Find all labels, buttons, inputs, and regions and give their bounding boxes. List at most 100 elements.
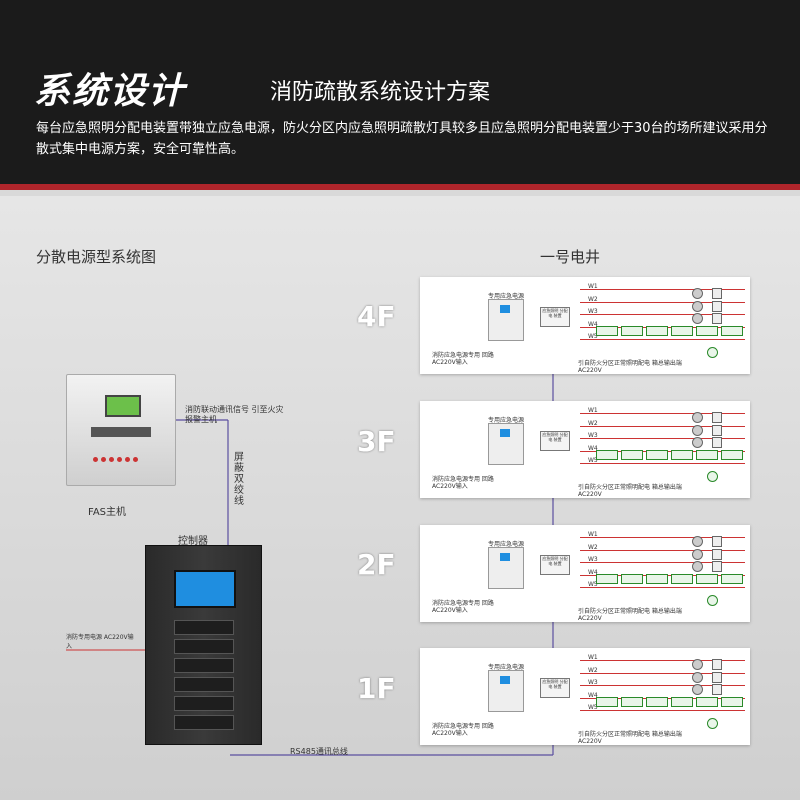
emergency-lamp-icon [692,684,703,695]
loop-label: W5 [588,333,598,340]
exit-sign-icon [646,326,668,336]
exit-sign-icon [646,574,668,584]
controller-label: 控制器 [178,536,208,547]
power-box-label: 专用应急电源 [488,664,525,671]
floor-label-3f: 3F [357,425,396,458]
floor-label-2f: 2F [357,548,396,581]
exit-sign-icon [596,326,618,336]
exit-sign-icon [696,697,718,707]
exit-indicator-icon [707,718,718,729]
switch-box-icon [712,659,722,670]
cabinet-drawer [174,715,234,730]
emergency-lamp-icon [692,672,703,683]
loop-wire [580,660,745,661]
emergency-lamp-icon [692,549,703,560]
exit-sign-icon [596,697,618,707]
controller-cabinet [145,545,262,745]
switch-box-icon [712,437,722,448]
page-title: 系统设计 [34,71,187,112]
loop-label: W2 [588,296,598,303]
exit-sign-icon [721,326,743,336]
loop-label: W3 [588,679,598,686]
output-note: 引自防火分区正常照明配电 箱总输出端AC220V [578,731,682,745]
loop-label: W2 [588,420,598,427]
switch-box-icon [712,549,722,560]
loop-label: W3 [588,556,598,563]
output-note: 引自防火分区正常照明配电 箱总输出端AC220V [578,484,682,498]
loop-wire [580,587,745,588]
loop-label: W1 [588,531,598,538]
loop-wire [580,685,745,686]
loop-label: W1 [588,283,598,290]
power-box [488,299,524,341]
fas-indicator-leds [93,447,149,462]
switch-box-icon [712,313,722,324]
exit-sign-icon [721,450,743,460]
bus-label: RS485通讯总线 [290,747,348,756]
diagram-title: 分散电源型系统图 [36,248,157,266]
emergency-lamp-icon [692,437,703,448]
emergency-lamp-icon [692,659,703,670]
cabinet-drawer [174,696,234,711]
header-accent-bar [0,184,800,190]
power-box-screen [500,553,510,561]
loop-wire [580,463,745,464]
power-box [488,547,524,589]
exit-indicator-icon [707,347,718,358]
cabinet-drawer [174,658,234,673]
cabinet-drawer [174,620,234,635]
emergency-lamp-icon [692,313,703,324]
exit-sign-icon [621,697,643,707]
shaft-title: 一号电井 [540,248,601,266]
loop-label: W4 [588,569,598,576]
loop-label: W4 [588,692,598,699]
exit-indicator-icon [707,471,718,482]
cabinet-drawer [174,677,234,692]
loop-wire [580,413,745,414]
loop-label: W4 [588,321,598,328]
emergency-lamp-icon [692,425,703,436]
loop-label: W2 [588,667,598,674]
loop-wire [580,314,745,315]
input-note: 消防应急电源专用 回路AC220V输入 [432,476,494,490]
loop-wire [580,426,745,427]
power-box-label: 专用应急电源 [488,541,525,548]
exit-sign-icon [721,574,743,584]
loop-wire [580,438,745,439]
switch-box-icon [712,288,722,299]
loop-wire [580,710,745,711]
floor-label-4f: 4F [357,300,396,333]
distributor-box: 应急照明 分配电 装置 [540,431,570,451]
exit-sign-icon [596,574,618,584]
loop-label: W1 [588,654,598,661]
page-subtitle: 消防疏散系统设计方案 [270,80,491,105]
exit-sign-icon [671,326,693,336]
power-box-screen [500,429,510,437]
exit-sign-icon [596,450,618,460]
loop-label: W5 [588,457,598,464]
switch-box-icon [712,561,722,572]
loop-label: W5 [588,581,598,588]
fas-signal-note: 消防联动通讯信号 引至火灾报警主机 [185,405,284,424]
exit-sign-icon [696,574,718,584]
loop-label: W3 [588,308,598,315]
emergency-lamp-icon [692,412,703,423]
twisted-pair-label: 屏蔽双绞线 [234,452,244,507]
power-box [488,423,524,465]
exit-sign-icon [621,326,643,336]
exit-sign-icon [671,574,693,584]
loop-wire [580,302,745,303]
fas-keypad [91,427,151,437]
loop-label: W2 [588,544,598,551]
loop-wire [580,339,745,340]
switch-box-icon [712,412,722,423]
fas-screen [105,395,141,417]
loop-wire [580,289,745,290]
exit-sign-icon [671,697,693,707]
exit-sign-icon [696,450,718,460]
floor-label-1f: 1F [357,672,396,705]
loop-wire [580,537,745,538]
